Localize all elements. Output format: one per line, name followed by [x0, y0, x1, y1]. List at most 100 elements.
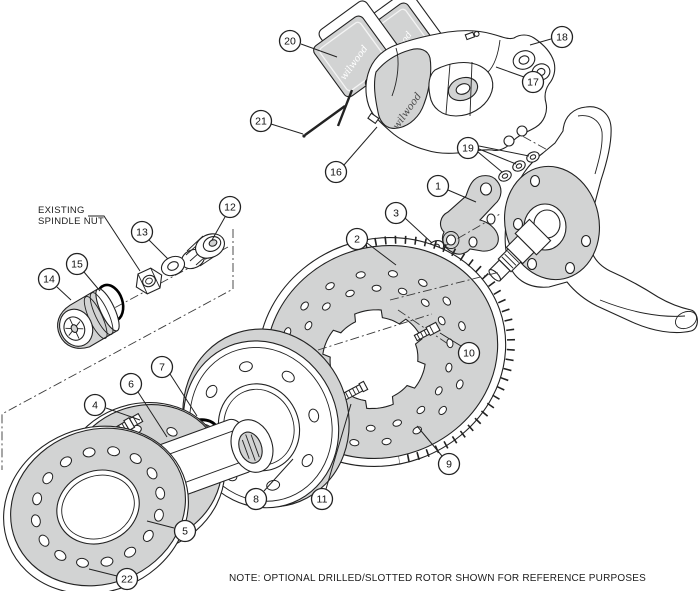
- svg-text:11: 11: [317, 494, 328, 506]
- bracket-hole: [468, 236, 478, 248]
- flange-hole: [526, 257, 538, 271]
- callout-7-leader: [169, 373, 198, 417]
- callout-6-leader: [137, 391, 168, 438]
- svg-text:7: 7: [159, 362, 165, 374]
- callout-9-leader: [416, 425, 443, 457]
- flange-hole: [564, 261, 576, 275]
- adapter-center-hole: [56, 469, 140, 545]
- callout-1: 1: [426, 174, 450, 198]
- svg-text:20: 20: [284, 36, 296, 48]
- bracket-washers: [498, 151, 540, 182]
- callout-5-leader: [146, 520, 175, 529]
- knuckle-arm-contour: [577, 115, 603, 175]
- spindle-nut: [135, 267, 163, 295]
- callout-10-leader: [439, 332, 462, 347]
- callout-9: 9: [437, 452, 461, 476]
- assembly-axis-line: [317, 313, 433, 351]
- label-line-2: SPINDLE NUT: [38, 216, 105, 227]
- callout-17-leader: [495, 66, 525, 78]
- bleed-screw: [464, 30, 480, 41]
- existing-spindle-nut-label: EXISTING SPINDLE NUT: [38, 205, 104, 227]
- callout-3-leader: [404, 217, 433, 244]
- svg-text:3: 3: [393, 208, 399, 220]
- svg-text:2: 2: [354, 234, 360, 246]
- svg-text:14: 14: [43, 274, 55, 286]
- svg-text:15: 15: [71, 259, 83, 271]
- callout-11: 11: [310, 487, 334, 511]
- callout-19-leader: [478, 148, 517, 165]
- callout-2-leader: [366, 242, 397, 266]
- callout-1-leader: [447, 189, 477, 203]
- callout-22-leader: [88, 568, 118, 577]
- callout-19-leader: [478, 145, 530, 157]
- callout-7: 7: [150, 355, 174, 379]
- spindle-washer: [160, 255, 186, 277]
- callout-18: 18: [550, 25, 574, 49]
- flange-hole: [580, 234, 592, 248]
- svg-text:16: 16: [330, 167, 342, 179]
- steering-arm-end: [675, 310, 697, 330]
- caliper-face: [373, 48, 432, 129]
- svg-text:6: 6: [128, 379, 134, 391]
- svg-text:10: 10: [463, 348, 475, 360]
- bracket-hole: [479, 182, 493, 196]
- callout-8: 8: [244, 487, 268, 511]
- rotor-bolt-axis-line: [397, 309, 449, 345]
- callout-21: 21: [249, 109, 273, 133]
- detail-boundary-line: [1, 229, 234, 470]
- bracket-boss: [442, 231, 460, 249]
- callout-16: 16: [324, 160, 348, 184]
- svg-text:8: 8: [253, 494, 259, 506]
- label-leader-line: [88, 215, 141, 272]
- svg-text:13: 13: [136, 227, 148, 239]
- adapter-flange: [3, 425, 189, 591]
- leader-lines: [56, 38, 552, 577]
- svg-text:22: 22: [121, 574, 133, 586]
- caliper-ear-hole: [516, 125, 528, 137]
- dust-cap: [57, 288, 120, 349]
- bracket-hole: [486, 213, 496, 225]
- adapter-holes: [30, 446, 166, 568]
- callout-2: 2: [345, 227, 369, 251]
- hub-snout: [230, 419, 274, 473]
- callout-12: 12: [218, 195, 242, 219]
- bracket-hole: [445, 234, 457, 246]
- svg-text:18: 18: [556, 32, 568, 44]
- pad-pin-tool: [302, 89, 354, 138]
- callout-15-leader: [83, 271, 101, 292]
- callout-4-leader: [105, 407, 141, 421]
- callout-17: 17: [521, 70, 545, 94]
- callout-15: 15: [65, 252, 89, 276]
- caliper-ear-hole: [503, 135, 515, 147]
- callout-14: 14: [37, 267, 61, 291]
- callout-20: 20: [278, 29, 302, 53]
- callout-10: 10: [457, 341, 481, 365]
- label-line-1: EXISTING: [38, 205, 85, 216]
- svg-text:21: 21: [255, 116, 267, 128]
- callout-19-leader: [477, 151, 503, 173]
- flange-hole: [512, 217, 524, 231]
- callout-8-leader: [263, 458, 294, 492]
- callout-18-leader: [529, 38, 552, 46]
- callout-13-leader: [148, 239, 169, 260]
- spindle-shaft: [488, 218, 552, 282]
- steering-knuckle: [488, 106, 698, 334]
- caliper-inlet-hole: [518, 55, 530, 65]
- callout-12-leader: [211, 216, 226, 241]
- svg-text:4: 4: [92, 400, 98, 412]
- callout-21-leader: [270, 123, 304, 135]
- svg-text:1: 1: [435, 181, 441, 193]
- svg-text:19: 19: [462, 143, 474, 155]
- callout-20-leader: [300, 43, 338, 58]
- caliper-bleed-nub: [367, 112, 380, 125]
- callout-22: 22: [115, 567, 139, 591]
- callout-4: 4: [83, 393, 107, 417]
- caliper-bracket: [439, 175, 502, 255]
- caliper-piston-inner: [455, 83, 471, 95]
- callout-16-leader: [343, 126, 378, 166]
- callout-5: 5: [173, 519, 197, 543]
- callout-11-leader: [325, 403, 352, 490]
- callout-3: 3: [384, 201, 408, 225]
- callout-14-leader: [56, 286, 72, 301]
